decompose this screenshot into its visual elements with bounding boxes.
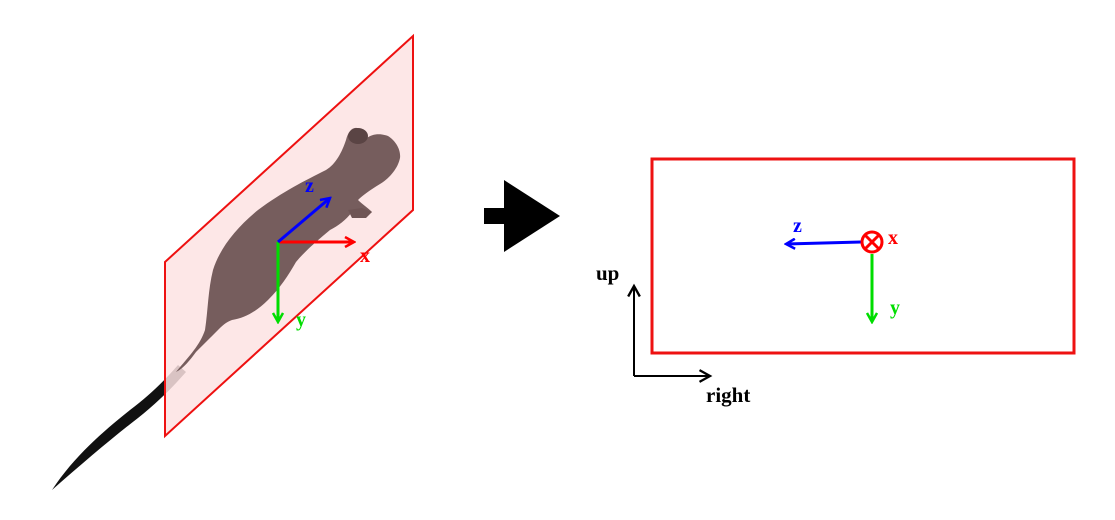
left-x-label: x [360, 245, 370, 267]
left-z-label: z [305, 175, 314, 197]
right-y-label: y [890, 297, 900, 319]
image-frame [650, 157, 1076, 355]
rat-ear [348, 128, 368, 144]
left-z-axis-arrow [277, 198, 330, 244]
right-pointing-arrow-icon [484, 180, 560, 252]
right-label: right [706, 383, 750, 407]
rat-front-paw [348, 208, 372, 218]
right-x-label: x [888, 227, 898, 249]
rat-silhouette [176, 127, 401, 373]
up-label: up [596, 261, 619, 285]
right-z-label: z [793, 215, 802, 237]
right-2d-view: z y x [650, 157, 1076, 355]
into-page-cross-circle-icon [860, 230, 884, 254]
left-y-label: y [296, 309, 306, 331]
left-3d-view: x y z [52, 33, 414, 490]
right-z-axis-arrow [786, 242, 862, 244]
screen-direction-indicator: up right [596, 261, 750, 407]
rat-tail [52, 365, 186, 490]
